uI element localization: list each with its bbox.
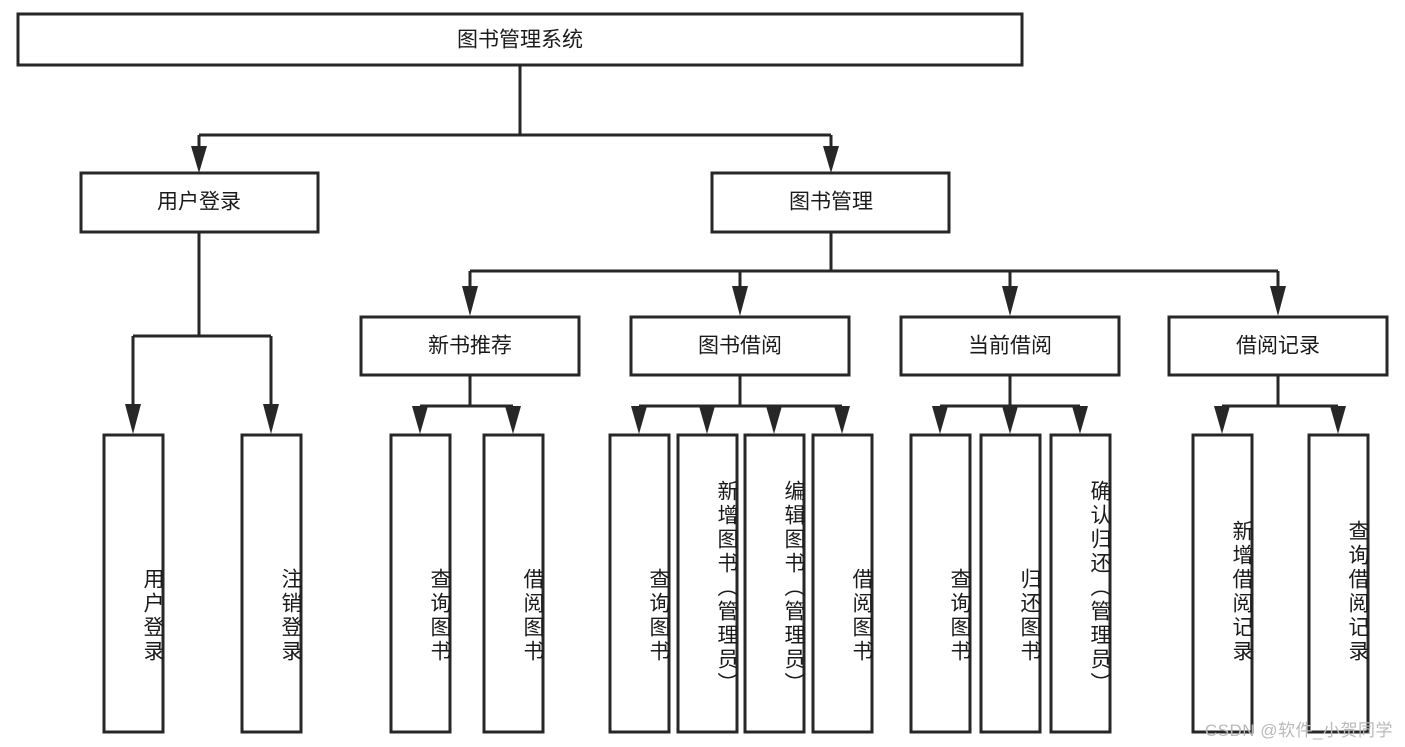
arrow-head-icon xyxy=(834,406,850,434)
node-leaf-confirm-return[interactable] xyxy=(1049,433,1112,734)
arrow-head-icon xyxy=(412,406,428,434)
node-box-rect[interactable] xyxy=(899,315,1121,377)
arrow-head-icon xyxy=(462,286,478,316)
connector-current-to-children xyxy=(932,375,1088,434)
arrow-head-icon xyxy=(1270,286,1286,316)
node-leaf-return-book[interactable] xyxy=(979,433,1042,734)
node-leaf-query-book-3[interactable] xyxy=(909,433,972,734)
node-root[interactable]: 图书管理系统 xyxy=(16,12,1024,67)
arrow-head-icon xyxy=(505,406,521,434)
arrow-head-icon xyxy=(699,406,715,434)
node-leaf-add-book[interactable] xyxy=(676,433,739,734)
arrow-head-icon xyxy=(823,146,839,173)
node-label: 当前借阅 xyxy=(968,335,1052,358)
node-leaf-query-record[interactable] xyxy=(1307,433,1370,734)
node-leaf-edit-book[interactable] xyxy=(743,433,806,734)
arrow-head-icon xyxy=(732,286,748,316)
arrow-head-icon xyxy=(263,404,279,434)
node-current-borrow[interactable]: 当前借阅 xyxy=(899,315,1121,377)
arrow-head-icon xyxy=(1330,406,1346,434)
arrow-head-icon xyxy=(1002,406,1018,434)
arrow-head-icon xyxy=(631,406,647,434)
node-leaf-user-login[interactable] xyxy=(102,433,165,734)
node-leaf-query-book-1[interactable] xyxy=(389,433,452,734)
node-user-login[interactable]: 用户登录 xyxy=(79,171,320,234)
node-label: 用户登录 xyxy=(157,191,241,214)
node-leaf-query-book-2[interactable] xyxy=(608,433,671,734)
node-box-rect[interactable] xyxy=(79,171,320,234)
node-box-rect[interactable] xyxy=(710,171,951,234)
node-leaf-logout[interactable] xyxy=(240,433,303,734)
node-box-rect[interactable] xyxy=(629,315,851,377)
node-label: 图书管理 xyxy=(789,191,873,214)
node-label: 图书管理系统 xyxy=(457,29,583,52)
node-box-rect[interactable] xyxy=(1167,315,1389,377)
node-label: 新书推荐 xyxy=(428,335,512,358)
arrow-head-icon xyxy=(1072,406,1088,434)
node-new-book-recommend[interactable]: 新书推荐 xyxy=(359,315,581,377)
node-box-rect[interactable] xyxy=(16,12,1024,67)
arrow-head-icon xyxy=(191,146,207,173)
arrow-head-icon xyxy=(932,406,948,434)
node-label: 借阅记录 xyxy=(1236,335,1320,358)
connector-root-to-level1 xyxy=(191,65,839,173)
connector-borrow-to-children xyxy=(631,375,850,434)
connector-bookmgmt-to-level2 xyxy=(462,232,1286,316)
arrow-head-icon xyxy=(1002,286,1018,316)
node-leaf-borrow-book-1[interactable] xyxy=(482,433,545,734)
node-leaf-add-record[interactable] xyxy=(1191,433,1254,734)
node-book-management[interactable]: 图书管理 xyxy=(710,171,951,234)
connector-userlogin-to-children xyxy=(125,232,279,434)
node-borrow-record[interactable]: 借阅记录 xyxy=(1167,315,1389,377)
connector-newbook-to-children xyxy=(412,375,521,434)
arrow-head-icon xyxy=(125,404,141,434)
csdn-watermark: CSDN @软件_小贺同学 xyxy=(1204,721,1393,740)
node-book-borrow[interactable]: 图书借阅 xyxy=(629,315,851,377)
connector-record-to-children xyxy=(1214,375,1346,434)
node-label: 图书借阅 xyxy=(698,335,782,358)
node-leaf-borrow-book-2[interactable] xyxy=(811,433,874,734)
arrow-head-icon xyxy=(1214,406,1230,434)
node-box-rect[interactable] xyxy=(359,315,581,377)
arrow-head-icon xyxy=(766,406,782,434)
